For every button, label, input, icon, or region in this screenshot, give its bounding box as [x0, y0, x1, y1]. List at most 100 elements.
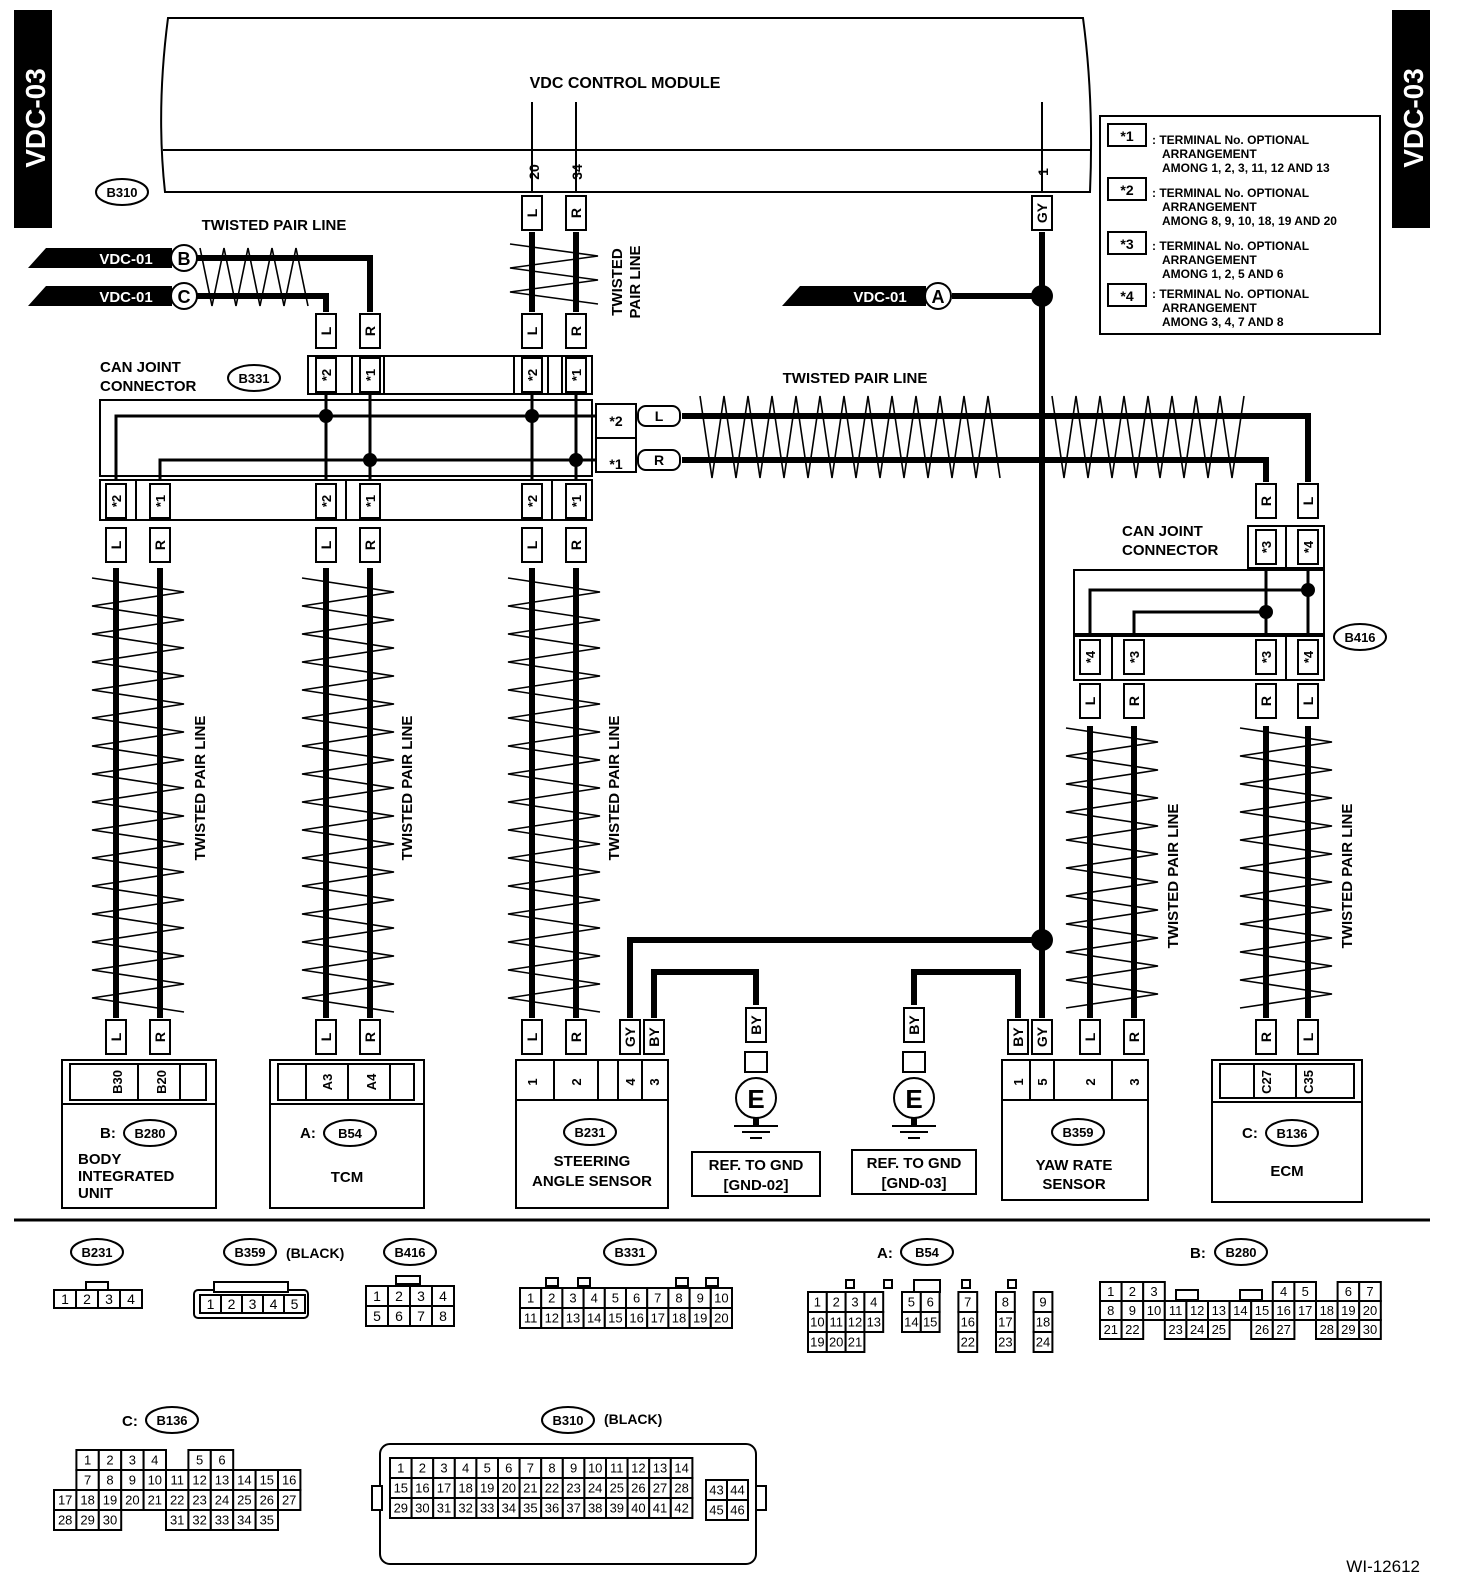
terminal-star-label: *2: [319, 369, 334, 381]
terminal-star-label: *1: [609, 456, 622, 472]
pinout-b416-pin: 1: [373, 1288, 381, 1304]
pinout-b136-pin: 21: [148, 1493, 162, 1508]
pinout-b310-pin: 21: [523, 1481, 537, 1496]
pinout-b231-pin: 2: [83, 1291, 91, 1307]
pinout-b280-pin: 23: [1168, 1322, 1182, 1337]
pinout-b54-pin: 20: [829, 1335, 843, 1350]
pinout-b310-pin: 34: [502, 1501, 516, 1516]
pinout-b54-pin: 5: [908, 1295, 915, 1310]
pinout-b310-pin: 23: [566, 1481, 580, 1496]
pinout-b136-cell: [254, 1509, 280, 1531]
can-joint-connector-b416: [1073, 525, 1325, 681]
wire-color-label: L: [524, 208, 540, 217]
pinout-b280-pin: 11: [1169, 1303, 1183, 1318]
pinout-b54-pin: 14: [904, 1315, 918, 1330]
pinout-b310-pin: 9: [570, 1461, 577, 1476]
twisted-label-horizontal: TWISTED PAIR LINE: [783, 370, 928, 387]
body-name-3: UNIT: [78, 1185, 113, 1202]
pinout-b331-key: [545, 1277, 559, 1287]
pinout-b280-pin: 18: [1320, 1303, 1334, 1318]
pinout-b310-pin: 33: [480, 1501, 494, 1516]
twisted-label-tcm: TWISTED PAIR LINE: [399, 716, 416, 861]
pinout-b280-pin: 27: [1276, 1322, 1290, 1337]
pinout-b416-pin: 3: [417, 1288, 425, 1304]
pinout-b310-pin: 16: [415, 1481, 429, 1496]
wire-color-label: R: [568, 1032, 584, 1042]
tcm-prefix: A:: [300, 1125, 316, 1142]
gnd03-symbol: E: [905, 1084, 922, 1114]
note-4-line2: ARRANGEMENT: [1162, 301, 1257, 315]
wire-tab: [315, 483, 337, 519]
pinout-b331-key: [705, 1277, 719, 1287]
pinout-b359-pin: 1: [207, 1296, 215, 1312]
wire-tab: [315, 357, 337, 393]
pinout-b310-pin: 1: [397, 1461, 404, 1476]
pinout-b280-cell: [1120, 1319, 1145, 1340]
wire-tab: [1297, 483, 1319, 519]
pinout-b416-cell: [431, 1305, 455, 1327]
pinout-b136-pin: 16: [282, 1473, 296, 1488]
note-4-line1: : TERMINAL No. OPTIONAL: [1152, 287, 1309, 301]
pinout-b331-pin: 2: [548, 1291, 555, 1306]
wire-color-label: L: [655, 408, 664, 424]
pinout-b136-pin: 31: [170, 1513, 184, 1528]
body-pin-b30: B30: [110, 1070, 125, 1094]
pinout-b310-pin: 40: [631, 1501, 645, 1516]
connector-b331-label: B331: [238, 371, 269, 386]
pinout-b280-pin: 21: [1104, 1322, 1118, 1337]
tcm-conn-badge: [323, 1119, 377, 1147]
terminal-star-label: *3: [1127, 651, 1142, 663]
pinout-b331-pin: 10: [714, 1291, 728, 1306]
terminal-star-label: *1: [363, 495, 378, 507]
pinout-b280-pin: 17: [1298, 1303, 1312, 1318]
wire-color-label: L: [524, 1032, 540, 1041]
pinout-b331-pin: 6: [633, 1291, 640, 1306]
pinout-b331-label: B331: [614, 1245, 645, 1260]
pinout-b310-pin: 32: [458, 1501, 472, 1516]
pin-20-label: 20: [526, 164, 542, 180]
pinout-b280-pin: 4: [1280, 1284, 1287, 1299]
pinout-b231-badge: [70, 1238, 124, 1266]
pinout-b280-cell: [1358, 1319, 1382, 1340]
wire-tab: [643, 1019, 665, 1055]
pinout-b331-pin: 3: [569, 1291, 576, 1306]
steering-name-1: STEERING: [554, 1153, 631, 1170]
pinout-b331-pin: 5: [612, 1291, 619, 1306]
pinout-b331-pin: 18: [672, 1311, 686, 1326]
pinout-b280-pin: 3: [1150, 1284, 1157, 1299]
pinout-b54-pin: 8: [1002, 1295, 1009, 1310]
wire-tab: [1079, 639, 1101, 675]
twist-zigzag: [1051, 395, 1245, 479]
terminal-star-label: *1: [569, 369, 584, 381]
wire-tab: [1255, 639, 1277, 675]
steering-pin-2: 2: [569, 1078, 584, 1085]
pinout-b136-pin: 10: [148, 1473, 162, 1488]
pinout-b280-pin: 26: [1255, 1322, 1269, 1337]
pinout-b280-pin: 30: [1363, 1322, 1377, 1337]
wire-tab: [1255, 683, 1277, 719]
pinout-b331-pin: 8: [675, 1291, 682, 1306]
pinout-b310-pin: 12: [631, 1461, 645, 1476]
pinout-b416-badge: [383, 1238, 437, 1266]
can2-label-1: CAN JOINT: [1122, 523, 1203, 540]
pinout-b310-pin: 19: [480, 1481, 494, 1496]
pinout-b136-pin: 8: [106, 1473, 113, 1488]
wire-color-label: R: [1258, 496, 1274, 506]
figure-id: WI-12612: [1346, 1557, 1420, 1576]
wire-tab: [149, 527, 171, 563]
wire-color-label: GY: [622, 1026, 638, 1047]
wire-color-label: R: [1258, 1032, 1274, 1042]
pinout-b54-key: [961, 1279, 971, 1289]
pinout-b54-key: [845, 1279, 855, 1289]
pinout-b54-cell: [863, 1311, 885, 1333]
pinout-b310-pin: 7: [527, 1461, 534, 1476]
pinout-b331-pin: 1: [527, 1291, 534, 1306]
wire-color-label: R: [1126, 1032, 1142, 1042]
wire-tab: [565, 483, 587, 519]
pinout-b331-pin: 15: [608, 1311, 622, 1326]
pinout-b310-pin: 3: [440, 1461, 447, 1476]
vdc-module-title: VDC CONTROL MODULE: [530, 75, 721, 92]
wire-color-label: BY: [1010, 1027, 1026, 1047]
